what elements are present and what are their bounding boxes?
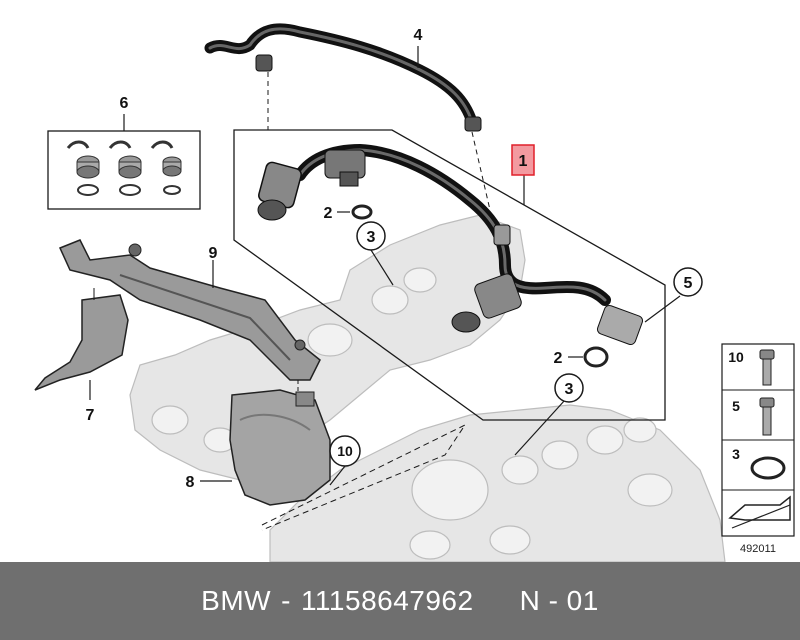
callout-5[interactable]: 5 <box>673 267 703 297</box>
svg-text:5: 5 <box>684 275 693 292</box>
part-number: 11158647962 <box>300 585 474 616</box>
svg-text:3: 3 <box>565 381 574 398</box>
svg-text:6: 6 <box>120 95 129 112</box>
legend-item-5[interactable]: 5 <box>732 397 775 436</box>
legend-item-3[interactable]: 3 <box>732 446 786 480</box>
svg-text:10: 10 <box>337 443 353 459</box>
separator: - <box>281 585 291 616</box>
callout-6[interactable]: 6 <box>120 95 129 112</box>
seal-ring-lower <box>583 346 609 368</box>
callout-8[interactable]: 8 <box>186 474 195 491</box>
bolt-icon <box>759 397 775 436</box>
bolt-icon <box>759 349 775 386</box>
parts-diagram: 1 4 6 2 3 9 5 2 3 7 10 8 <box>34 23 795 562</box>
clip-set-parts <box>66 140 182 196</box>
heat-shield <box>229 389 331 506</box>
page-label: N - 01 <box>519 585 599 616</box>
svg-text:2: 2 <box>324 205 333 222</box>
svg-text:7: 7 <box>86 407 95 424</box>
engine-block-ghost <box>129 214 726 562</box>
reference-number: 492011 <box>740 543 776 555</box>
svg-text:10: 10 <box>728 349 744 365</box>
svg-text:3: 3 <box>367 229 376 246</box>
callout-1[interactable]: 1 <box>511 144 535 176</box>
svg-text:2: 2 <box>554 350 563 367</box>
upper-hose <box>204 23 482 132</box>
callout-2-lower[interactable]: 2 <box>554 350 563 367</box>
main-hose-assembly <box>257 143 644 346</box>
mount-outline <box>261 423 467 531</box>
svg-text:5: 5 <box>732 398 740 414</box>
callout-7[interactable]: 7 <box>86 407 95 424</box>
svg-text:3: 3 <box>732 446 740 462</box>
legend-panel: 10 5 3 <box>721 343 795 537</box>
callout-3-upper[interactable]: 3 <box>356 221 386 251</box>
svg-text:8: 8 <box>186 474 195 491</box>
callout-3-lower[interactable]: 3 <box>554 373 584 403</box>
callout-9[interactable]: 9 <box>209 245 218 262</box>
callout-4[interactable]: 4 <box>414 27 423 44</box>
svg-text:9: 9 <box>209 245 218 262</box>
o-ring-icon <box>750 456 786 480</box>
support-bracket <box>58 239 321 381</box>
brand-label: BMW <box>201 585 272 616</box>
svg-text:1: 1 <box>519 153 528 170</box>
legend-item-10[interactable]: 10 <box>728 349 775 386</box>
svg-text:4: 4 <box>414 27 423 44</box>
callout-10[interactable]: 10 <box>329 435 361 467</box>
lower-bracket <box>34 294 129 391</box>
seal-ring-upper <box>351 204 373 220</box>
footer-bar: BMW - 11158647962 N - 01 <box>0 562 800 640</box>
assembly-outline <box>233 129 666 421</box>
callout-2-upper[interactable]: 2 <box>324 205 333 222</box>
legend-arrow-icon <box>728 495 791 529</box>
